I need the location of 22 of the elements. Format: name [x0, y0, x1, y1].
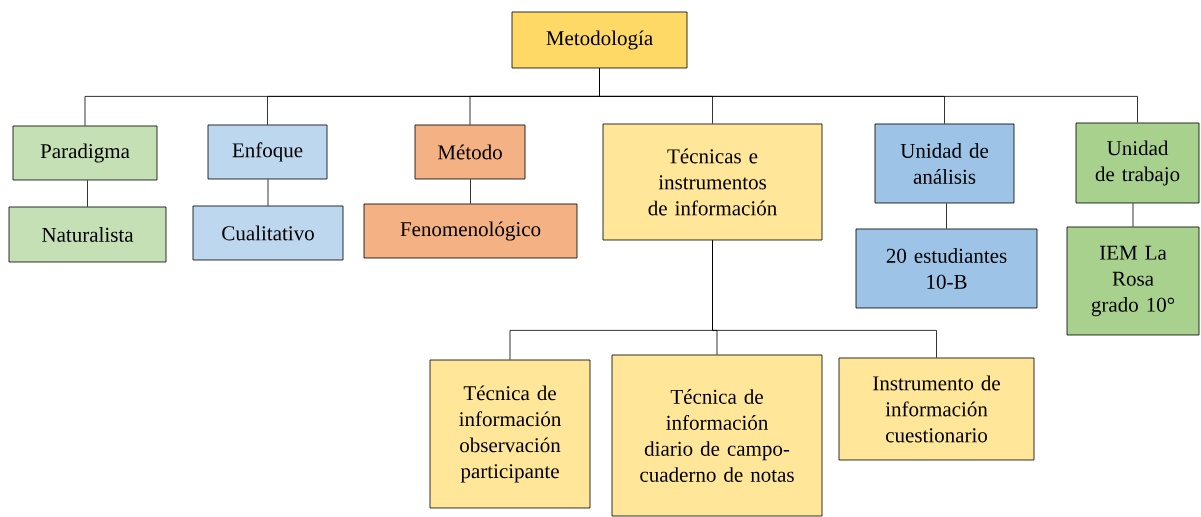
- connector-line: [1132, 203, 1134, 227]
- connector-line: [87, 180, 88, 207]
- connector-line: [267, 179, 269, 206]
- category-box: Fenomenológico: [363, 203, 578, 259]
- category-box: IEM La Rosa grado 10°: [1066, 226, 1200, 336]
- connector-line: [599, 68, 1138, 123]
- category-box: Técnica de información diario de campo-cuaderno de notas: [611, 354, 823, 517]
- category-box: Unidad de trabajo: [1075, 122, 1200, 204]
- connector-line: [946, 203, 947, 229]
- category-box: Método: [414, 124, 526, 180]
- category-box: Cualitativo: [192, 205, 344, 261]
- category-box: Técnicas e instrumentos de información: [602, 123, 823, 241]
- category-box: Paradigma: [12, 125, 158, 181]
- category-box: Metodología: [511, 11, 688, 69]
- category-box: Enfoque: [207, 124, 328, 180]
- category-box: Naturalista: [8, 206, 167, 263]
- category-box: Instrumento de información cuestionario: [838, 357, 1035, 461]
- category-box: Técnica de información observación participante: [429, 359, 591, 509]
- connector-line: [470, 179, 471, 204]
- connector-line: [712, 240, 937, 358]
- category-box: 20 estudiantes 10-B: [855, 228, 1038, 309]
- category-box: Unidad de análisis: [874, 123, 1015, 204]
